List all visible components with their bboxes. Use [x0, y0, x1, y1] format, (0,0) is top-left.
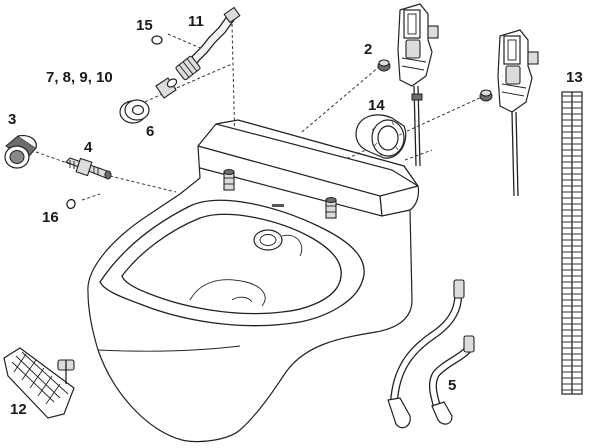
fixing-nut-left-part-2 — [377, 59, 391, 72]
label-part-4: 4 — [84, 139, 93, 156]
label-part-5: 5 — [448, 377, 456, 394]
connection-hoses-part-5 — [387, 279, 475, 429]
mounting-bracket-left — [397, 3, 439, 167]
o-ring-part-16 — [66, 198, 76, 210]
filter-grid-part-12 — [3, 347, 75, 419]
cap-part-3 — [4, 135, 37, 169]
label-part-14: 14 — [368, 97, 385, 114]
label-part-16: 16 — [42, 209, 59, 226]
valve-insert-part-4 — [65, 157, 112, 180]
label-part-11: 11 — [188, 13, 204, 30]
deck-fitting-right — [325, 197, 337, 219]
label-part-13: 13 — [566, 69, 583, 86]
label-part-6: 6 — [146, 123, 154, 140]
part-labels: 15 11 7, 8, 9, 10 6 3 4 16 2 14 13 12 5 — [8, 13, 583, 418]
label-part-3: 3 — [8, 111, 16, 128]
flexible-hose-part-11 — [175, 6, 241, 81]
fixing-nut-right-part-2 — [479, 89, 493, 102]
label-part-2: 2 — [364, 41, 372, 58]
toilet-bowl — [87, 119, 420, 443]
mounting-bracket-right — [497, 29, 539, 197]
o-ring-part-15 — [151, 35, 163, 45]
label-part-7-10: 7, 8, 9, 10 — [46, 69, 113, 86]
nozzle-part-7-10 — [155, 77, 178, 99]
label-part-12: 12 — [10, 401, 27, 418]
deck-fitting-left — [223, 169, 235, 191]
drain-seal-part-14 — [355, 114, 407, 159]
ring-washer-part-6 — [119, 99, 150, 124]
comb-strip-part-13 — [561, 91, 583, 395]
label-part-15: 15 — [136, 17, 153, 34]
